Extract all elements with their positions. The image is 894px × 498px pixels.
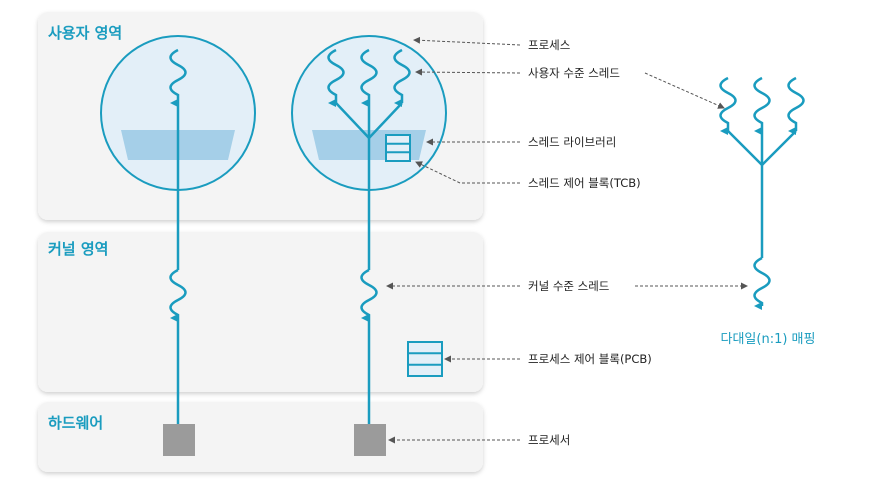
user-thread-right-2 bbox=[360, 48, 378, 103]
mapping-caption: 다대일(n:1) 매핑 bbox=[721, 332, 816, 347]
mapping-kernel-thread bbox=[753, 256, 771, 306]
kernel-thread-right bbox=[360, 268, 378, 318]
callout-process: 프로세스 bbox=[528, 38, 570, 52]
mapping-merge bbox=[727, 130, 797, 166]
kernel-space-title: 커널 영역 bbox=[48, 240, 108, 258]
kernel-thread-left-head bbox=[170, 314, 178, 322]
callout-thread-library: 스레드 라이브러리 bbox=[528, 135, 616, 149]
tcb-block bbox=[385, 134, 411, 162]
mapping-kernel-thread-head bbox=[754, 302, 762, 310]
tcb-block-lines bbox=[386, 142, 410, 154]
leader-user-thread-mapping bbox=[644, 72, 725, 109]
mapping-user-thread-3 bbox=[787, 76, 805, 131]
pcb-block-lines bbox=[408, 352, 442, 366]
user-thread-right-1 bbox=[327, 48, 345, 103]
callout-user-thread: 사용자 수준 스레드 bbox=[528, 66, 620, 80]
hardware-panel bbox=[38, 402, 483, 472]
leader-process bbox=[413, 36, 521, 46]
kernel-thread-right-head bbox=[361, 314, 369, 322]
user-thread-right-heads bbox=[328, 99, 402, 107]
user-thread-left bbox=[169, 48, 187, 103]
processor-left bbox=[163, 424, 195, 456]
callout-kernel-thread: 커널 수준 스레드 bbox=[528, 279, 609, 293]
callout-pcb: 프로세스 제어 블록(PCB) bbox=[528, 352, 652, 366]
pcb-block bbox=[407, 341, 443, 377]
processor-right bbox=[354, 424, 386, 456]
user-thread-left-head bbox=[170, 99, 178, 107]
kernel-space-panel bbox=[38, 232, 483, 392]
leader-user-thread bbox=[415, 68, 521, 76]
hardware-title: 하드웨어 bbox=[48, 414, 103, 432]
callout-processor: 프로세서 bbox=[528, 433, 570, 447]
mapping-thread-heads bbox=[720, 127, 796, 135]
kernel-thread-left bbox=[169, 268, 187, 318]
mapping-user-thread-1 bbox=[719, 76, 737, 131]
user-thread-right-3 bbox=[393, 48, 411, 103]
leader-tcb bbox=[415, 161, 520, 184]
mapping-user-thread-2 bbox=[753, 76, 771, 131]
leader-lines bbox=[386, 36, 748, 444]
user-space-title: 사용자 영역 bbox=[48, 24, 122, 42]
callout-tcb: 스레드 제어 블록(TCB) bbox=[528, 176, 641, 190]
thread-merge-right bbox=[335, 102, 403, 139]
